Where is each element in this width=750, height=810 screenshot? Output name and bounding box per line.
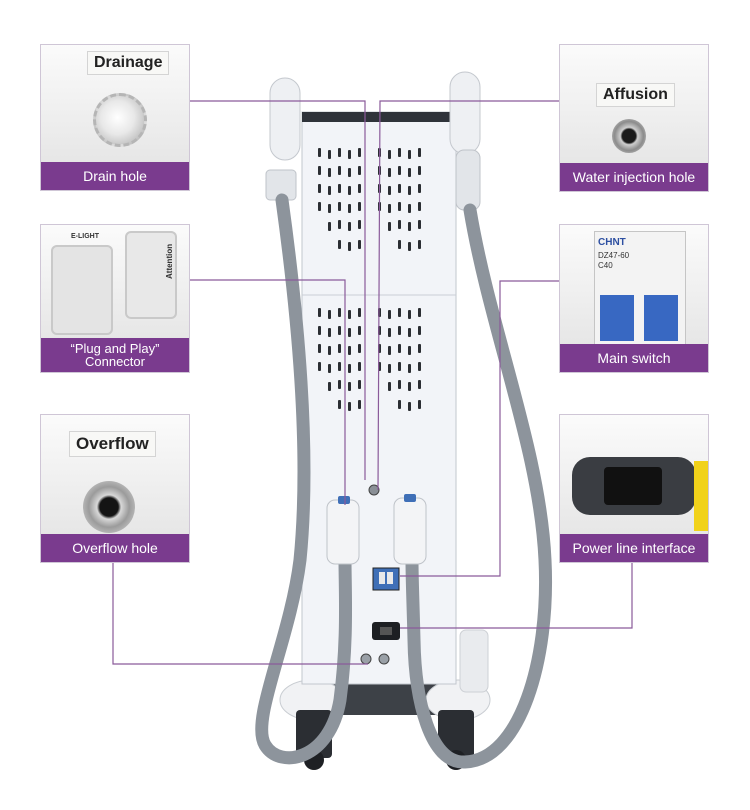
rear-controls [360,484,400,665]
overflow-hole-caption: Overflow hole [41,534,189,562]
handpiece-holders [265,71,481,211]
connectors [326,494,427,565]
plug-caption-line2: Connector [85,354,145,369]
power-photo [560,415,708,536]
leader-lines [112,100,633,665]
water-photo: Affusion [560,45,708,165]
breaker-lever-right [644,295,678,341]
plug-photo: E-LIGHT Attention [41,225,189,340]
drainage-tag: Drainage [87,51,170,75]
drain-hole-panel: Drainage Drain hole [40,44,190,191]
breaker-lever-left [600,295,634,341]
plug-connector-caption: “Plug and Play” Connector [41,338,189,372]
switch-photo: CHNT DZ47-60 C40 [560,225,708,346]
drain-photo: Drainage [41,45,189,164]
main-switch-caption: Main switch [560,344,708,372]
power-socket-inner [604,467,662,505]
hoses [255,193,553,769]
plug-socket-right-icon [125,231,177,319]
breaker-model: DZ47-60 [598,251,630,260]
overflow-port-icon [83,481,135,533]
overflow-hole-panel: Overflow Overflow hole [40,414,190,563]
overflow-photo: Overflow [41,415,189,536]
attention-label: Attention [165,243,174,279]
drain-hole-caption: Drain hole [41,162,189,190]
breaker-rating: C40 [598,261,613,270]
power-line-caption: Power line interface [560,534,708,562]
drain-knob-icon [93,93,147,147]
water-port-icon [612,119,646,153]
warning-label-icon [694,461,708,531]
main-switch-panel: CHNT DZ47-60 C40 Main switch [559,224,709,373]
chnt-brand: CHNT [598,237,626,248]
power-line-panel: Power line interface [559,414,709,563]
e-light-label: E-LIGHT [71,233,99,240]
affusion-tag: Affusion [596,83,675,107]
vent-grille [318,148,421,411]
plug-connector-panel: E-LIGHT Attention “Plug and Play” Connec… [40,224,190,373]
water-injection-caption: Water injection hole [560,163,708,191]
overflow-tag: Overflow [69,431,156,457]
plug-socket-left-icon [51,245,113,335]
water-injection-panel: Affusion Water injection hole [559,44,709,192]
plug-caption-line1: “Plug and Play” [70,341,160,356]
